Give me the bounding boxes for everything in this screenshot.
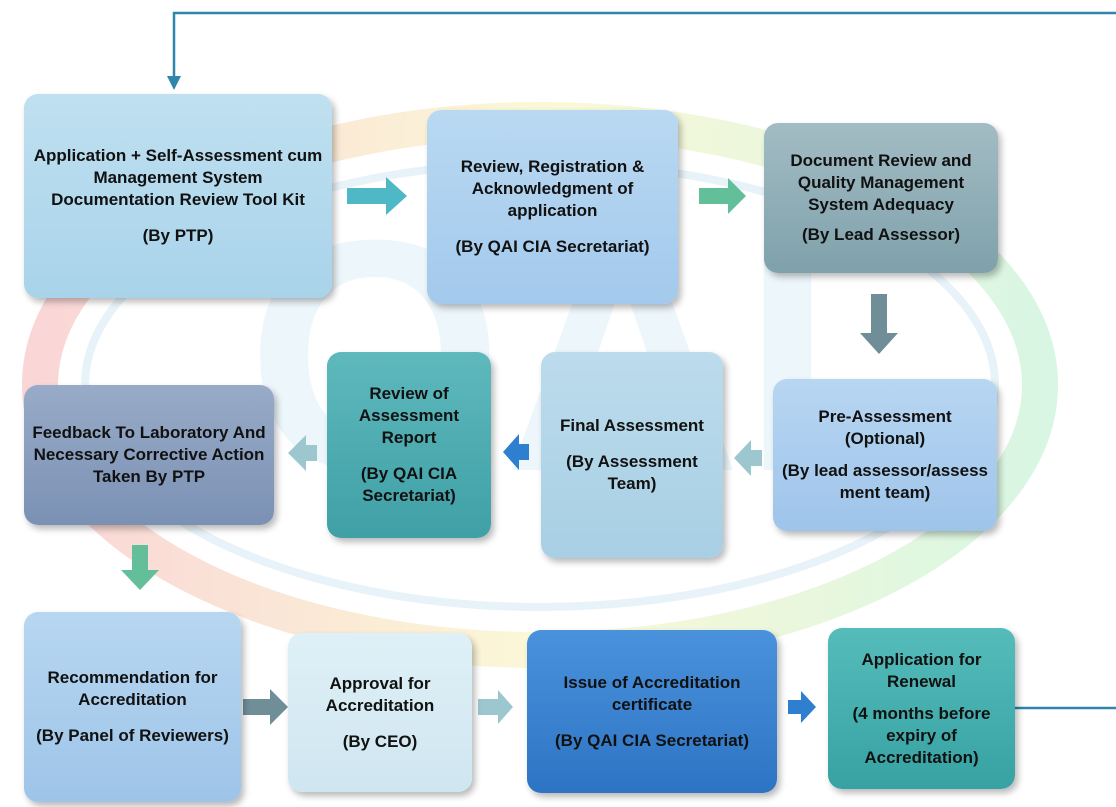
step-owner: (By lead assessor/assessment team) <box>781 461 989 502</box>
arrow-b10-b11 <box>788 691 816 723</box>
step-review-registration: Review, Registration & Acknowledgment of… <box>427 110 678 304</box>
arrow-b5-b6 <box>503 434 529 470</box>
step-title: Feedback To Laboratory And Necessary Cor… <box>32 423 266 486</box>
arrow-b1-b2 <box>347 177 407 215</box>
step-review-report: Review of Assessment Report (By QAI CIA … <box>327 352 491 538</box>
step-title: Review of Assessment Report <box>358 384 460 447</box>
step-title: Pre-Assessment (Optional) <box>818 407 952 448</box>
step-owner: (By QAI CIA Secretariat) <box>455 237 650 256</box>
loop-connector <box>172 11 1116 80</box>
step-application: Application + Self-Assessment cum Manage… <box>24 94 332 298</box>
arrow-b2-b3 <box>699 178 746 214</box>
step-renewal: Application for Renewal (4 months before… <box>828 628 1015 789</box>
step-title: Application + Self-Assessment cum Manage… <box>33 146 323 209</box>
arrow-b3-b4 <box>860 294 898 354</box>
step-approval: Approval for Accreditation (By CEO) <box>288 633 472 792</box>
step-owner: (By QAI CIA Secretariat) <box>360 464 458 505</box>
arrow-b4-b5 <box>734 440 762 476</box>
arrow-b6-b7 <box>288 435 317 471</box>
arrow-b9-b10 <box>478 690 513 724</box>
step-issue-certificate: Issue of Accreditation certificate (By Q… <box>527 630 777 793</box>
step-title: Review, Registration & Acknowledgment of… <box>460 157 645 220</box>
step-owner: (By QAI CIA Secretariat) <box>555 730 749 750</box>
step-owner: (By PTP) <box>142 226 214 245</box>
step-title: Final Assessment <box>560 416 704 435</box>
step-title: Application for Renewal <box>861 649 982 691</box>
step-owner: (By Panel of Reviewers) <box>36 726 229 745</box>
step-owner: (4 months before expiry of Accreditation… <box>852 703 991 767</box>
loop-arrowhead <box>167 76 181 90</box>
step-title: Recommendation for Accreditation <box>47 668 218 709</box>
step-owner: (By CEO) <box>342 731 418 751</box>
step-owner: (By Assessment Team) <box>566 452 698 493</box>
arrow-b7-b8 <box>121 545 159 590</box>
step-document-review: Document Review and Quality Management S… <box>764 123 998 273</box>
step-feedback: Feedback To Laboratory And Necessary Cor… <box>24 385 274 525</box>
step-recommendation: Recommendation for Accreditation (By Pan… <box>24 612 241 802</box>
arrow-b8-b9 <box>243 689 288 725</box>
step-pre-assessment: Pre-Assessment (Optional) (By lead asses… <box>773 379 997 531</box>
step-title: Issue of Accreditation certificate <box>563 672 741 714</box>
step-owner: (By Lead Assessor) <box>801 225 961 244</box>
step-title: Approval for Accreditation <box>325 673 435 715</box>
step-title: Document Review and Quality Management S… <box>790 151 972 214</box>
step-final-assessment: Final Assessment (By Assessment Team) <box>541 352 723 558</box>
